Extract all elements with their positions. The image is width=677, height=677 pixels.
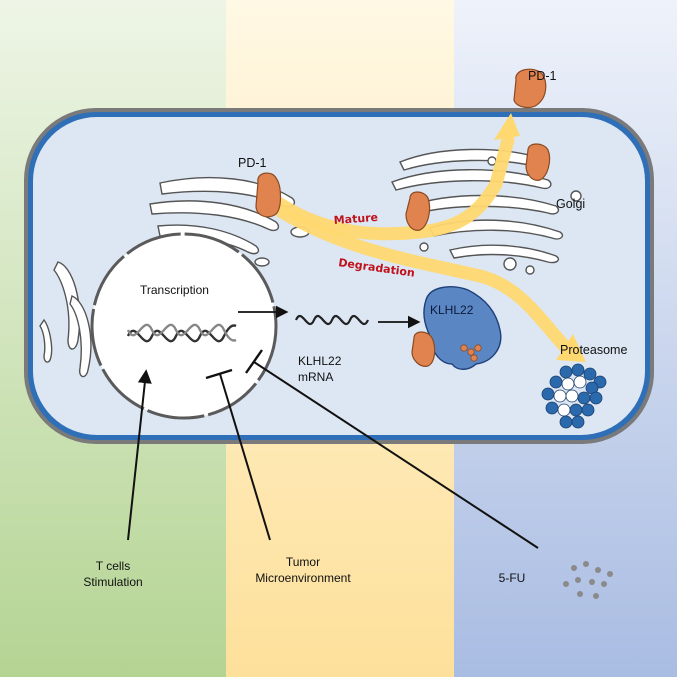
drug-particles-icon — [563, 561, 613, 599]
label-5fu: 5-FU — [499, 571, 526, 585]
endoplasmic-reticulum-left — [39, 261, 92, 378]
label-proteasome: Proteasome — [560, 343, 627, 357]
label-tumor-line2: Microenvironment — [255, 571, 351, 585]
label-transcription: Transcription — [140, 283, 209, 297]
pd1-protein-top — [513, 68, 547, 109]
pd1-protein-er — [255, 172, 282, 218]
proteasome-icon — [541, 363, 607, 429]
klhl22-protein — [411, 286, 502, 370]
mrna-strand-icon — [294, 314, 370, 326]
label-golgi: Golgi — [556, 197, 585, 211]
label-klhl22-protein: KLHL22 — [430, 303, 474, 317]
label-tcell-line1: T cells — [96, 559, 130, 573]
label-klhl22-mrna-line1: KLHL22 — [298, 354, 342, 368]
nuclear-envelope — [90, 232, 278, 420]
tcell-stimulation-arrow — [127, 369, 152, 541]
label-klhl22-mrna-line2: mRNA — [298, 370, 333, 384]
fu-inhibition-line — [253, 361, 539, 549]
tumor-inhibition-bar — [205, 368, 233, 380]
degradation-pathway-arrow — [275, 205, 575, 357]
mature-pathway-arrowhead — [494, 113, 520, 140]
label-tcell-line2: Stimulation — [83, 575, 142, 589]
mature-pathway-arrow — [273, 133, 515, 241]
pd1-protein-golgi-upper — [525, 143, 551, 181]
label-pd1-er: PD-1 — [238, 156, 267, 170]
fu-inhibition-bar — [245, 349, 263, 374]
label-mature: Mature — [333, 211, 378, 227]
label-tumor-line1: Tumor — [286, 555, 320, 569]
dna-helix-icon — [126, 323, 237, 343]
pd1-protein-golgi-lower — [405, 191, 431, 231]
label-pd1-top: PD-1 — [528, 69, 557, 83]
degradation-pathway-arrowhead — [556, 334, 586, 362]
tumor-inhibition-line — [219, 373, 271, 541]
